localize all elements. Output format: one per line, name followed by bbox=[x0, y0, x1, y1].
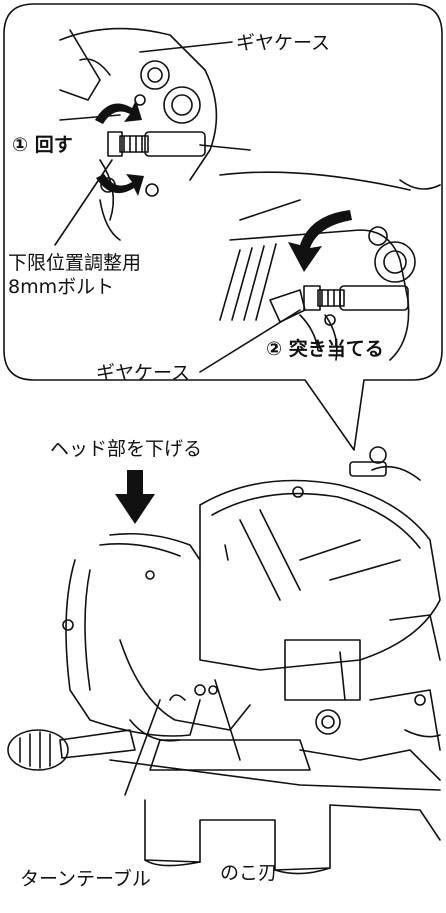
lower-head-label: ヘッド部を下げる bbox=[50, 438, 203, 460]
lower-gear-case-drawing bbox=[219, 179, 441, 361]
bolt-label-line1: 下限位置調整用 bbox=[8, 252, 142, 274]
leader-lines bbox=[54, 41, 301, 796]
miter-saw-drawing bbox=[7, 446, 441, 875]
saw-blade-label: のこ刃 bbox=[220, 862, 278, 884]
push-arrow-icon bbox=[288, 210, 352, 272]
bolt-label-line2: 8mmボルト bbox=[8, 276, 115, 298]
gear-case-bottom-label: ギヤケース bbox=[96, 362, 191, 384]
hit-step-label: ② 突き当てる bbox=[266, 338, 384, 360]
gear-case-top-label: ギヤケース bbox=[236, 32, 331, 54]
down-arrow-icon bbox=[115, 470, 155, 524]
upper-gear-case-drawing bbox=[59, 27, 411, 241]
turntable-label: ターンテーブル bbox=[20, 868, 151, 890]
detail-callout-frame bbox=[3, 3, 443, 451]
rotate-arrows-icon bbox=[95, 100, 144, 196]
rotate-step-label: ① 回す bbox=[12, 134, 73, 156]
